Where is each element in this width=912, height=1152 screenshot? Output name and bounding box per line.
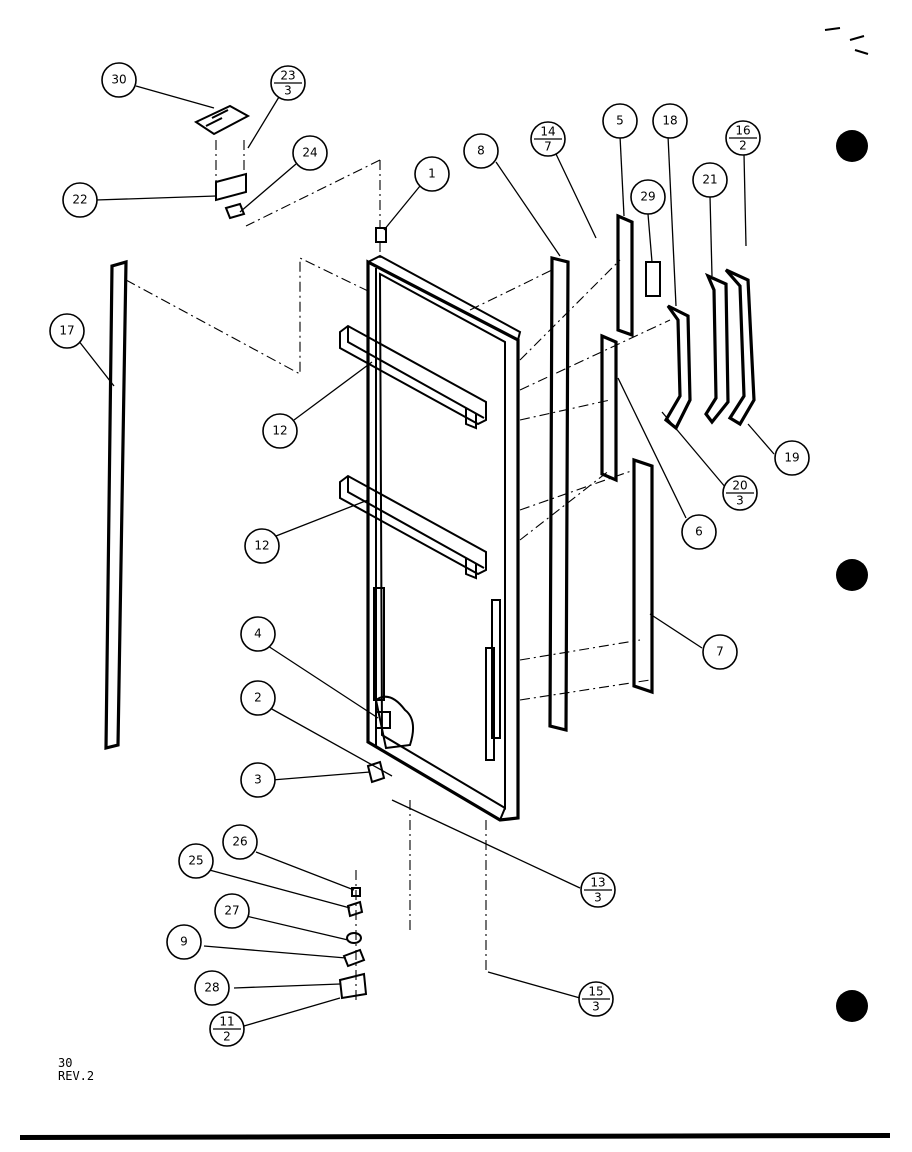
handle-cap-lower [600, 333, 618, 483]
callout-11-2-top: 11 [219, 1015, 234, 1029]
callout-13-3-bottom: 3 [594, 891, 602, 905]
callout-1: 1 [414, 156, 450, 192]
callout-9: 9 [166, 924, 202, 960]
callout-28: 28 [194, 970, 230, 1006]
callout-1-label: 1 [428, 167, 436, 181]
callout-30: 30 [101, 62, 137, 98]
binder-hole-bottom [836, 990, 868, 1022]
callout-3-label: 3 [254, 773, 262, 787]
hinge-pin-top [375, 227, 387, 243]
callout-19: 19 [774, 440, 810, 476]
callout-20-3: 20 3 [722, 475, 758, 511]
callout-17-label: 17 [59, 324, 74, 338]
callout-2-label: 2 [254, 691, 262, 705]
callout-24: 24 [292, 135, 328, 171]
callout-22: 22 [62, 182, 98, 218]
callout-18-label: 18 [662, 114, 677, 128]
callout-27-label: 27 [224, 904, 239, 918]
callout-5: 5 [602, 103, 638, 139]
callout-6-label: 6 [695, 525, 703, 539]
gasket-strip [104, 259, 128, 751]
callout-23-3: 23 3 [270, 65, 306, 101]
callout-21: 21 [692, 162, 728, 198]
callout-11-2-bottom: 2 [223, 1030, 231, 1044]
callout-23-3-top: 23 [280, 69, 295, 83]
callout-13-3: 13 3 [580, 872, 616, 908]
callout-15-3-bottom: 3 [592, 1000, 600, 1014]
callout-26: 26 [222, 824, 258, 860]
callout-4-label: 4 [254, 627, 262, 641]
binder-hole-top [836, 130, 868, 162]
assembly-lines [125, 159, 671, 970]
trim-strip [548, 255, 570, 733]
callout-14-7: 14 7 [530, 121, 566, 157]
callout-13-3-top: 13 [590, 876, 605, 890]
callout-7: 7 [702, 634, 738, 670]
callout-7-label: 7 [716, 645, 724, 659]
door-frame [366, 254, 522, 822]
page-number: 30 [58, 1056, 73, 1070]
handle-rail [632, 457, 654, 695]
shelf-rail-lower [339, 474, 487, 580]
shelf-rail-upper [339, 324, 487, 430]
callout-4: 4 [240, 616, 276, 652]
callout-16-2-top: 16 [735, 124, 750, 138]
handle-trim-left [663, 304, 692, 431]
callout-14-7-bottom: 7 [544, 140, 552, 154]
callout-21-label: 21 [702, 173, 717, 187]
callout-24-label: 24 [302, 146, 317, 160]
binder-hole-middle [836, 559, 868, 591]
callout-8: 8 [463, 133, 499, 169]
handle-trim-middle [704, 272, 730, 425]
callout-15-3: 15 3 [578, 981, 614, 1017]
callout-12-upper-label: 12 [272, 424, 287, 438]
bottom-hinge-assembly [338, 870, 368, 1000]
handle-cap-upper [616, 213, 634, 338]
handle-insert [645, 261, 661, 297]
scan-specks [824, 27, 869, 55]
scan-border [20, 1133, 890, 1140]
callout-28-label: 28 [204, 981, 219, 995]
callout-5-label: 5 [616, 114, 624, 128]
callout-25: 25 [178, 843, 214, 879]
top-hinge-assembly [193, 104, 251, 220]
handle-grip [724, 268, 756, 427]
callout-18: 18 [652, 103, 688, 139]
callout-2: 2 [240, 680, 276, 716]
callout-16-2-bottom: 2 [739, 139, 747, 153]
callout-17: 17 [49, 313, 85, 349]
page-footer: 30 REV.2 [58, 1057, 94, 1083]
callout-15-3-top: 15 [588, 985, 603, 999]
callout-20-3-top: 20 [732, 479, 747, 493]
callout-26-label: 26 [232, 835, 247, 849]
callout-11-2: 11 2 [209, 1011, 245, 1047]
hinge-bushing [366, 760, 386, 784]
callout-30-label: 30 [111, 73, 126, 87]
leader-lines [77, 85, 775, 1027]
callout-29-label: 29 [640, 190, 655, 204]
callout-25-label: 25 [188, 854, 203, 868]
callout-12-upper: 12 [262, 413, 298, 449]
callout-8-label: 8 [477, 144, 485, 158]
callout-19-label: 19 [784, 451, 799, 465]
callout-16-2: 16 2 [725, 120, 761, 156]
callout-20-3-bottom: 3 [736, 494, 744, 508]
callout-12-lower-label: 12 [254, 539, 269, 553]
callout-12-lower: 12 [244, 528, 280, 564]
stop-bracket [375, 711, 391, 729]
callout-22-label: 22 [72, 193, 87, 207]
callout-29: 29 [630, 179, 666, 215]
callout-23-3-bottom: 3 [284, 84, 292, 98]
callout-9-label: 9 [180, 935, 188, 949]
revision-label: REV.2 [58, 1069, 95, 1083]
callout-6: 6 [681, 514, 717, 550]
callout-14-7-top: 14 [540, 125, 555, 139]
callout-3: 3 [240, 762, 276, 798]
callout-27: 27 [214, 893, 250, 929]
